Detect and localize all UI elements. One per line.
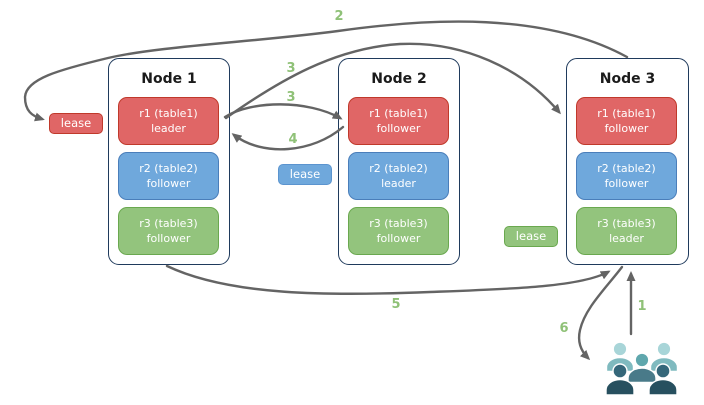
replica-role: leader (381, 177, 416, 190)
node-3-replica-r2: r2 (table2) follower (576, 152, 677, 200)
replica-role: leader (609, 232, 644, 245)
replica-role: leader (151, 122, 186, 135)
arrow-step-5 (165, 264, 611, 296)
replica-role: follower (376, 122, 421, 135)
node-1-replica-r3: r3 (table3) follower (118, 207, 219, 255)
replica-role: follower (376, 232, 421, 245)
replica-role: follower (146, 177, 191, 190)
node-3-title: Node 3 (599, 71, 656, 87)
node-3: Node 3 r1 (table1) follower r2 (table2) … (566, 58, 689, 265)
replica-role: follower (604, 177, 649, 190)
node-2-replica-r3: r3 (table3) follower (348, 207, 449, 255)
replica-name: r2 (table2) (139, 162, 198, 175)
arrow-step-3-to-node2 (223, 103, 343, 120)
lease-tag-r3: lease (504, 226, 558, 247)
node-2-replica-r2: r2 (table2) leader (348, 152, 449, 200)
node-3-replica-r1: r1 (table1) follower (576, 97, 677, 145)
lease-tag-r1: lease (49, 113, 103, 134)
replica-name: r3 (table3) (597, 217, 656, 230)
arrow-step-6 (577, 265, 624, 361)
replica-role: follower (604, 122, 649, 135)
step-label-3b: 3 (286, 90, 296, 105)
replica-role: follower (146, 232, 191, 245)
replica-name: r1 (table1) (139, 107, 198, 120)
node-1-replica-r1: r1 (table1) leader (118, 97, 219, 145)
lease-tag-r2: lease (278, 164, 332, 185)
step-label-2: 2 (334, 9, 344, 24)
step-label-4: 4 (288, 132, 298, 147)
step-label-5: 5 (391, 297, 401, 312)
replica-name: r3 (table3) (369, 217, 428, 230)
node-1-title: Node 1 (141, 71, 197, 87)
node-1: Node 1 r1 (table1) leader r2 (table2) fo… (108, 58, 230, 265)
node-2-title: Node 2 (371, 71, 427, 87)
node-1-replica-r2: r2 (table2) follower (118, 152, 219, 200)
step-label-3a: 3 (286, 61, 296, 76)
node-2-replica-r1: r1 (table1) follower (348, 97, 449, 145)
replica-name: r1 (table1) (597, 107, 656, 120)
replica-name: r2 (table2) (597, 162, 656, 175)
replica-name: r2 (table2) (369, 162, 428, 175)
replica-name: r3 (table3) (139, 217, 198, 230)
users-icon (605, 341, 679, 396)
step-label-1: 1 (637, 299, 647, 314)
node-2: Node 2 r1 (table1) follower r2 (table2) … (338, 58, 460, 265)
replica-name: r1 (table1) (369, 107, 428, 120)
node-3-replica-r3: r3 (table3) leader (576, 207, 677, 255)
step-label-6: 6 (559, 321, 569, 336)
